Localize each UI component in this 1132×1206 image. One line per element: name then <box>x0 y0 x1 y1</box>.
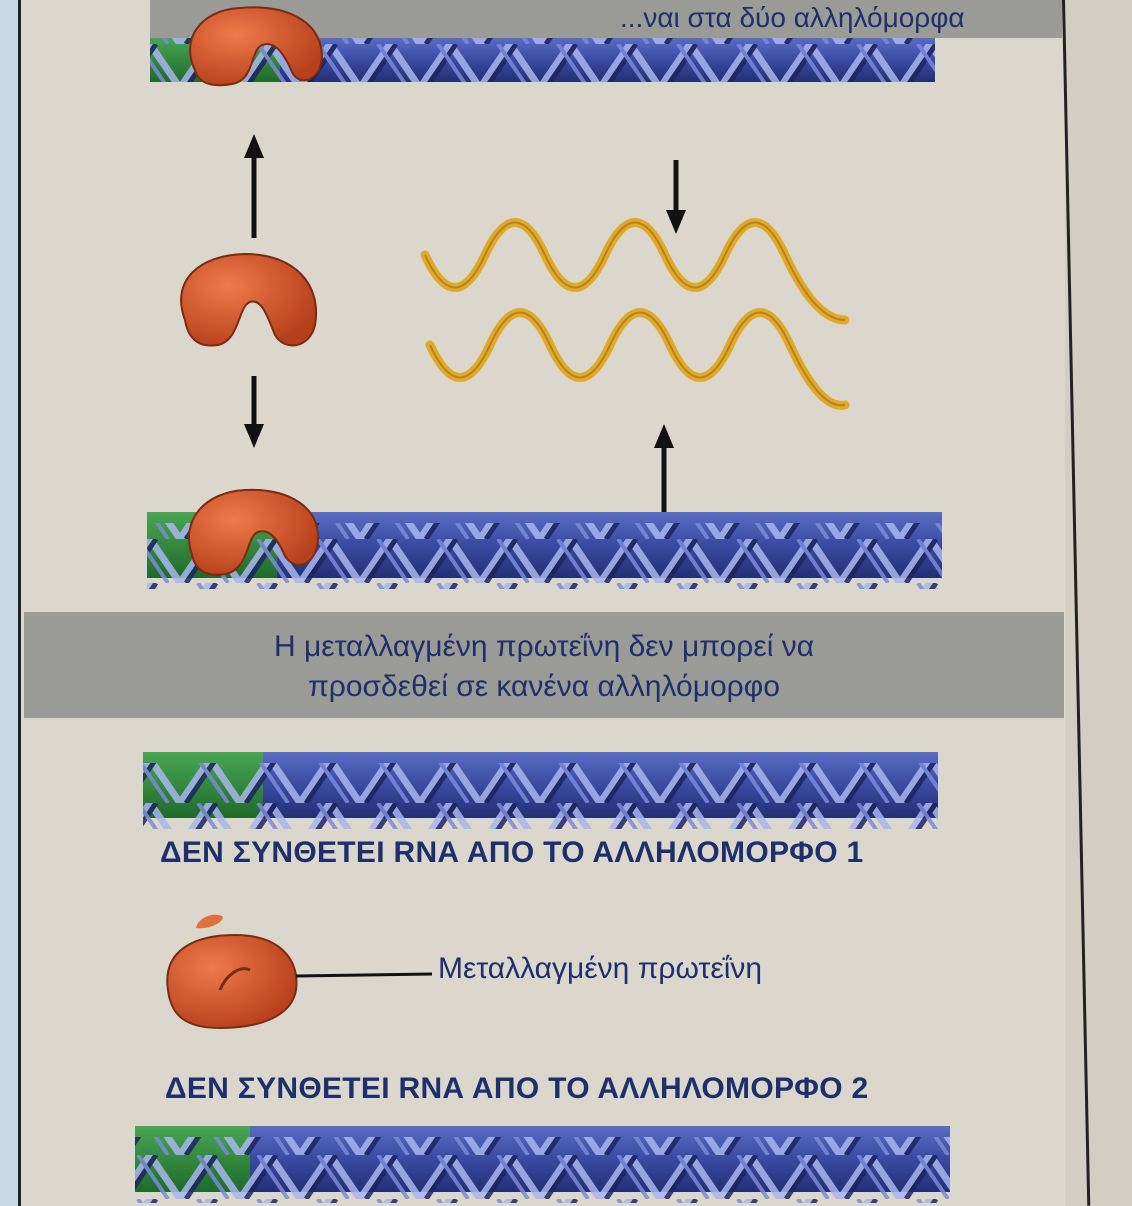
label-leader-line <box>296 974 432 976</box>
arrow-down-left <box>244 376 264 448</box>
rna-strand-1 <box>425 223 845 321</box>
rna-strand-2 <box>430 313 845 406</box>
mutant-protein <box>167 935 296 1028</box>
dna-strand-4 <box>135 1126 950 1203</box>
arrow-up-right <box>654 424 674 516</box>
arrow-up-left <box>244 134 264 238</box>
free-protein <box>181 254 316 346</box>
dna-strand-3 <box>143 752 938 829</box>
mutant-protein-fragment <box>196 915 223 929</box>
rna-strand-1-edge <box>425 223 845 321</box>
arrow-down-right <box>666 160 686 234</box>
